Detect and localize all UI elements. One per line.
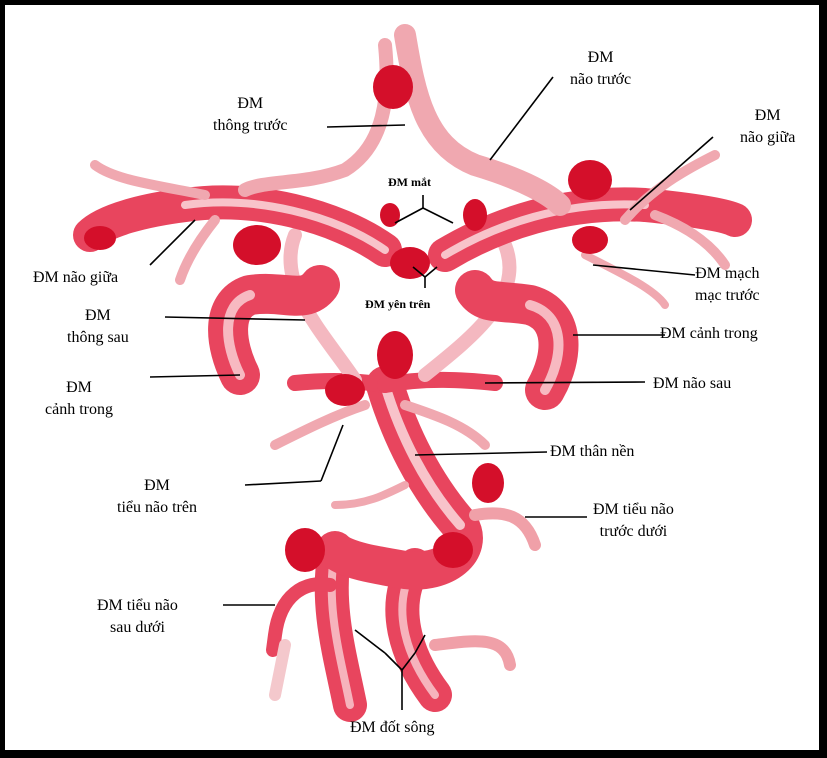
label-basilar: ĐM thân nền: [550, 443, 635, 460]
arteries: [73, 24, 752, 722]
pica-branch: [266, 577, 337, 657]
label-middle-cerebral-left: ĐM não giữa: [33, 269, 119, 286]
aica-branch: [469, 507, 541, 551]
label-internal-carotid-right: ĐM cảnh trong: [660, 325, 758, 342]
anterior-cerebral-artery: [394, 24, 571, 216]
label-superior-hypophyseal: ĐM yên trên: [365, 297, 431, 311]
aneurysms: [84, 65, 612, 572]
label-posterior-cerebral: ĐM não sau: [653, 375, 732, 392]
label-vertebral: ĐM đốt sông: [350, 719, 435, 736]
label-ophthalmic: ĐM mắt: [388, 175, 431, 189]
leader-lines: [149, 76, 714, 710]
circle-of-willis-illustration: [73, 24, 752, 722]
sca-branch: [270, 400, 370, 450]
